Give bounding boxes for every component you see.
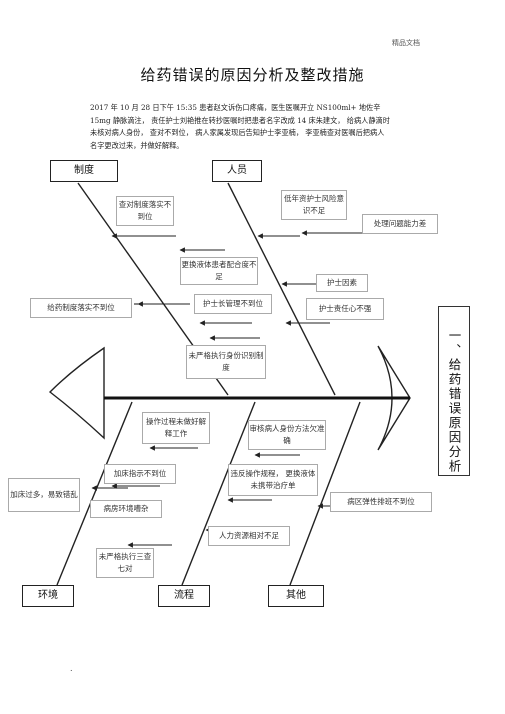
side-title-box: 一、给药错误原因分析 — [438, 306, 470, 476]
cause-box: 低年资护士风险意识不足 — [281, 190, 347, 220]
cause-label: 处理问题能力差 — [373, 219, 427, 228]
bone-qita — [289, 401, 361, 586]
category-liucheng: 流程 — [158, 585, 210, 607]
page-title: 给药错误的原因分析及整改措施 — [140, 66, 365, 84]
cause-box: 人力资源相对不足 — [208, 526, 290, 546]
cause-label: 更换液体患者配合度不足 — [181, 260, 257, 281]
category-huanjing: 环境 — [22, 585, 74, 607]
category-zhidu: 制度 — [50, 160, 118, 182]
cause-box: 给药制度落实不到位 — [30, 298, 132, 318]
cause-box: 未严格执行三查七对 — [96, 548, 154, 578]
category-qita: 其他 — [268, 585, 324, 607]
side-title: 一、给药错误原因分析 — [446, 329, 462, 474]
cause-label: 加床指示不到位 — [113, 469, 167, 478]
fish-head — [48, 346, 105, 440]
category-label: 制度 — [74, 165, 94, 176]
footer-mark: . — [70, 664, 73, 673]
cause-box: 违反操作规程， 更换液体未携带治疗单 — [228, 464, 318, 496]
intro-line: 未核对病人身份， 查对不到位， 病人家属发现后告知护士李亚楠， 李亚楠查对医嘱后… — [90, 128, 385, 137]
cause-label: 人力资源相对不足 — [219, 531, 279, 540]
intro-line: 15mg 静脉滴注， 责任护士刘艳推在转抄医嘱时把患者名字改成 14 床朱建文，… — [90, 115, 390, 125]
cause-box: 加床指示不到位 — [104, 464, 176, 484]
category-label: 流程 — [174, 590, 194, 601]
cause-box: 病区弹性排班不到位 — [330, 492, 432, 512]
cause-box: 护士长管理不到位 — [194, 294, 272, 314]
cause-label: 护士因素 — [327, 278, 357, 287]
intro-paragraph: 2017 年 10 月 28 日下午 15:35 患者赵文诉伤口疼痛，医生医嘱开… — [90, 102, 450, 152]
cause-box: 查对制度落实不到位 — [116, 196, 174, 226]
bone-liucheng — [181, 401, 256, 586]
cause-label: 低年资护士风险意识不足 — [284, 194, 344, 215]
cause-label: 给药制度落实不到位 — [47, 303, 115, 312]
cause-label: 护士长管理不到位 — [203, 299, 263, 308]
cause-box: 加床过多，易致错乱 — [8, 478, 80, 512]
cause-box: 护士责任心不强 — [306, 298, 384, 320]
cause-label: 操作过程未做好解释工作 — [146, 417, 206, 438]
cause-label: 未严格执行三查七对 — [98, 552, 152, 573]
cause-box: 未严格执行身份识别制度 — [186, 345, 266, 379]
cause-label: 护士责任心不强 — [318, 304, 372, 313]
category-label: 其他 — [286, 590, 306, 601]
cause-label: 病房环境嘈杂 — [103, 504, 149, 513]
cause-box: 病房环境嘈杂 — [90, 500, 162, 518]
cause-label: 未严格执行身份识别制度 — [188, 351, 264, 372]
cause-box: 操作过程未做好解释工作 — [142, 412, 210, 444]
cause-label: 加床过多，易致错乱 — [10, 490, 78, 499]
bone-huanjing — [56, 401, 133, 586]
cause-label: 违反操作规程， 更换液体未携带治疗单 — [230, 469, 316, 490]
cause-label: 查对制度落实不到位 — [118, 200, 172, 221]
category-label: 环境 — [38, 590, 58, 601]
category-renyuan: 人员 — [212, 160, 262, 182]
cause-box: 处理问题能力差 — [362, 214, 438, 234]
cause-box: 护士因素 — [316, 274, 368, 292]
cause-box: 更换液体患者配合度不足 — [180, 257, 258, 285]
cause-label: 病区弹性排班不到位 — [347, 497, 415, 506]
watermark: 精品文档 — [392, 39, 420, 47]
category-label: 人员 — [227, 165, 247, 176]
cause-box: 审核病人身份方法欠准确 — [248, 420, 326, 450]
intro-line: 2017 年 10 月 28 日下午 15:35 患者赵文诉伤口疼痛，医生医嘱开… — [90, 103, 381, 112]
bone-renyuan — [227, 182, 336, 396]
intro-line: 名字更改过来，并做好解释。 — [90, 140, 184, 150]
cause-label: 审核病人身份方法欠准确 — [249, 424, 325, 445]
